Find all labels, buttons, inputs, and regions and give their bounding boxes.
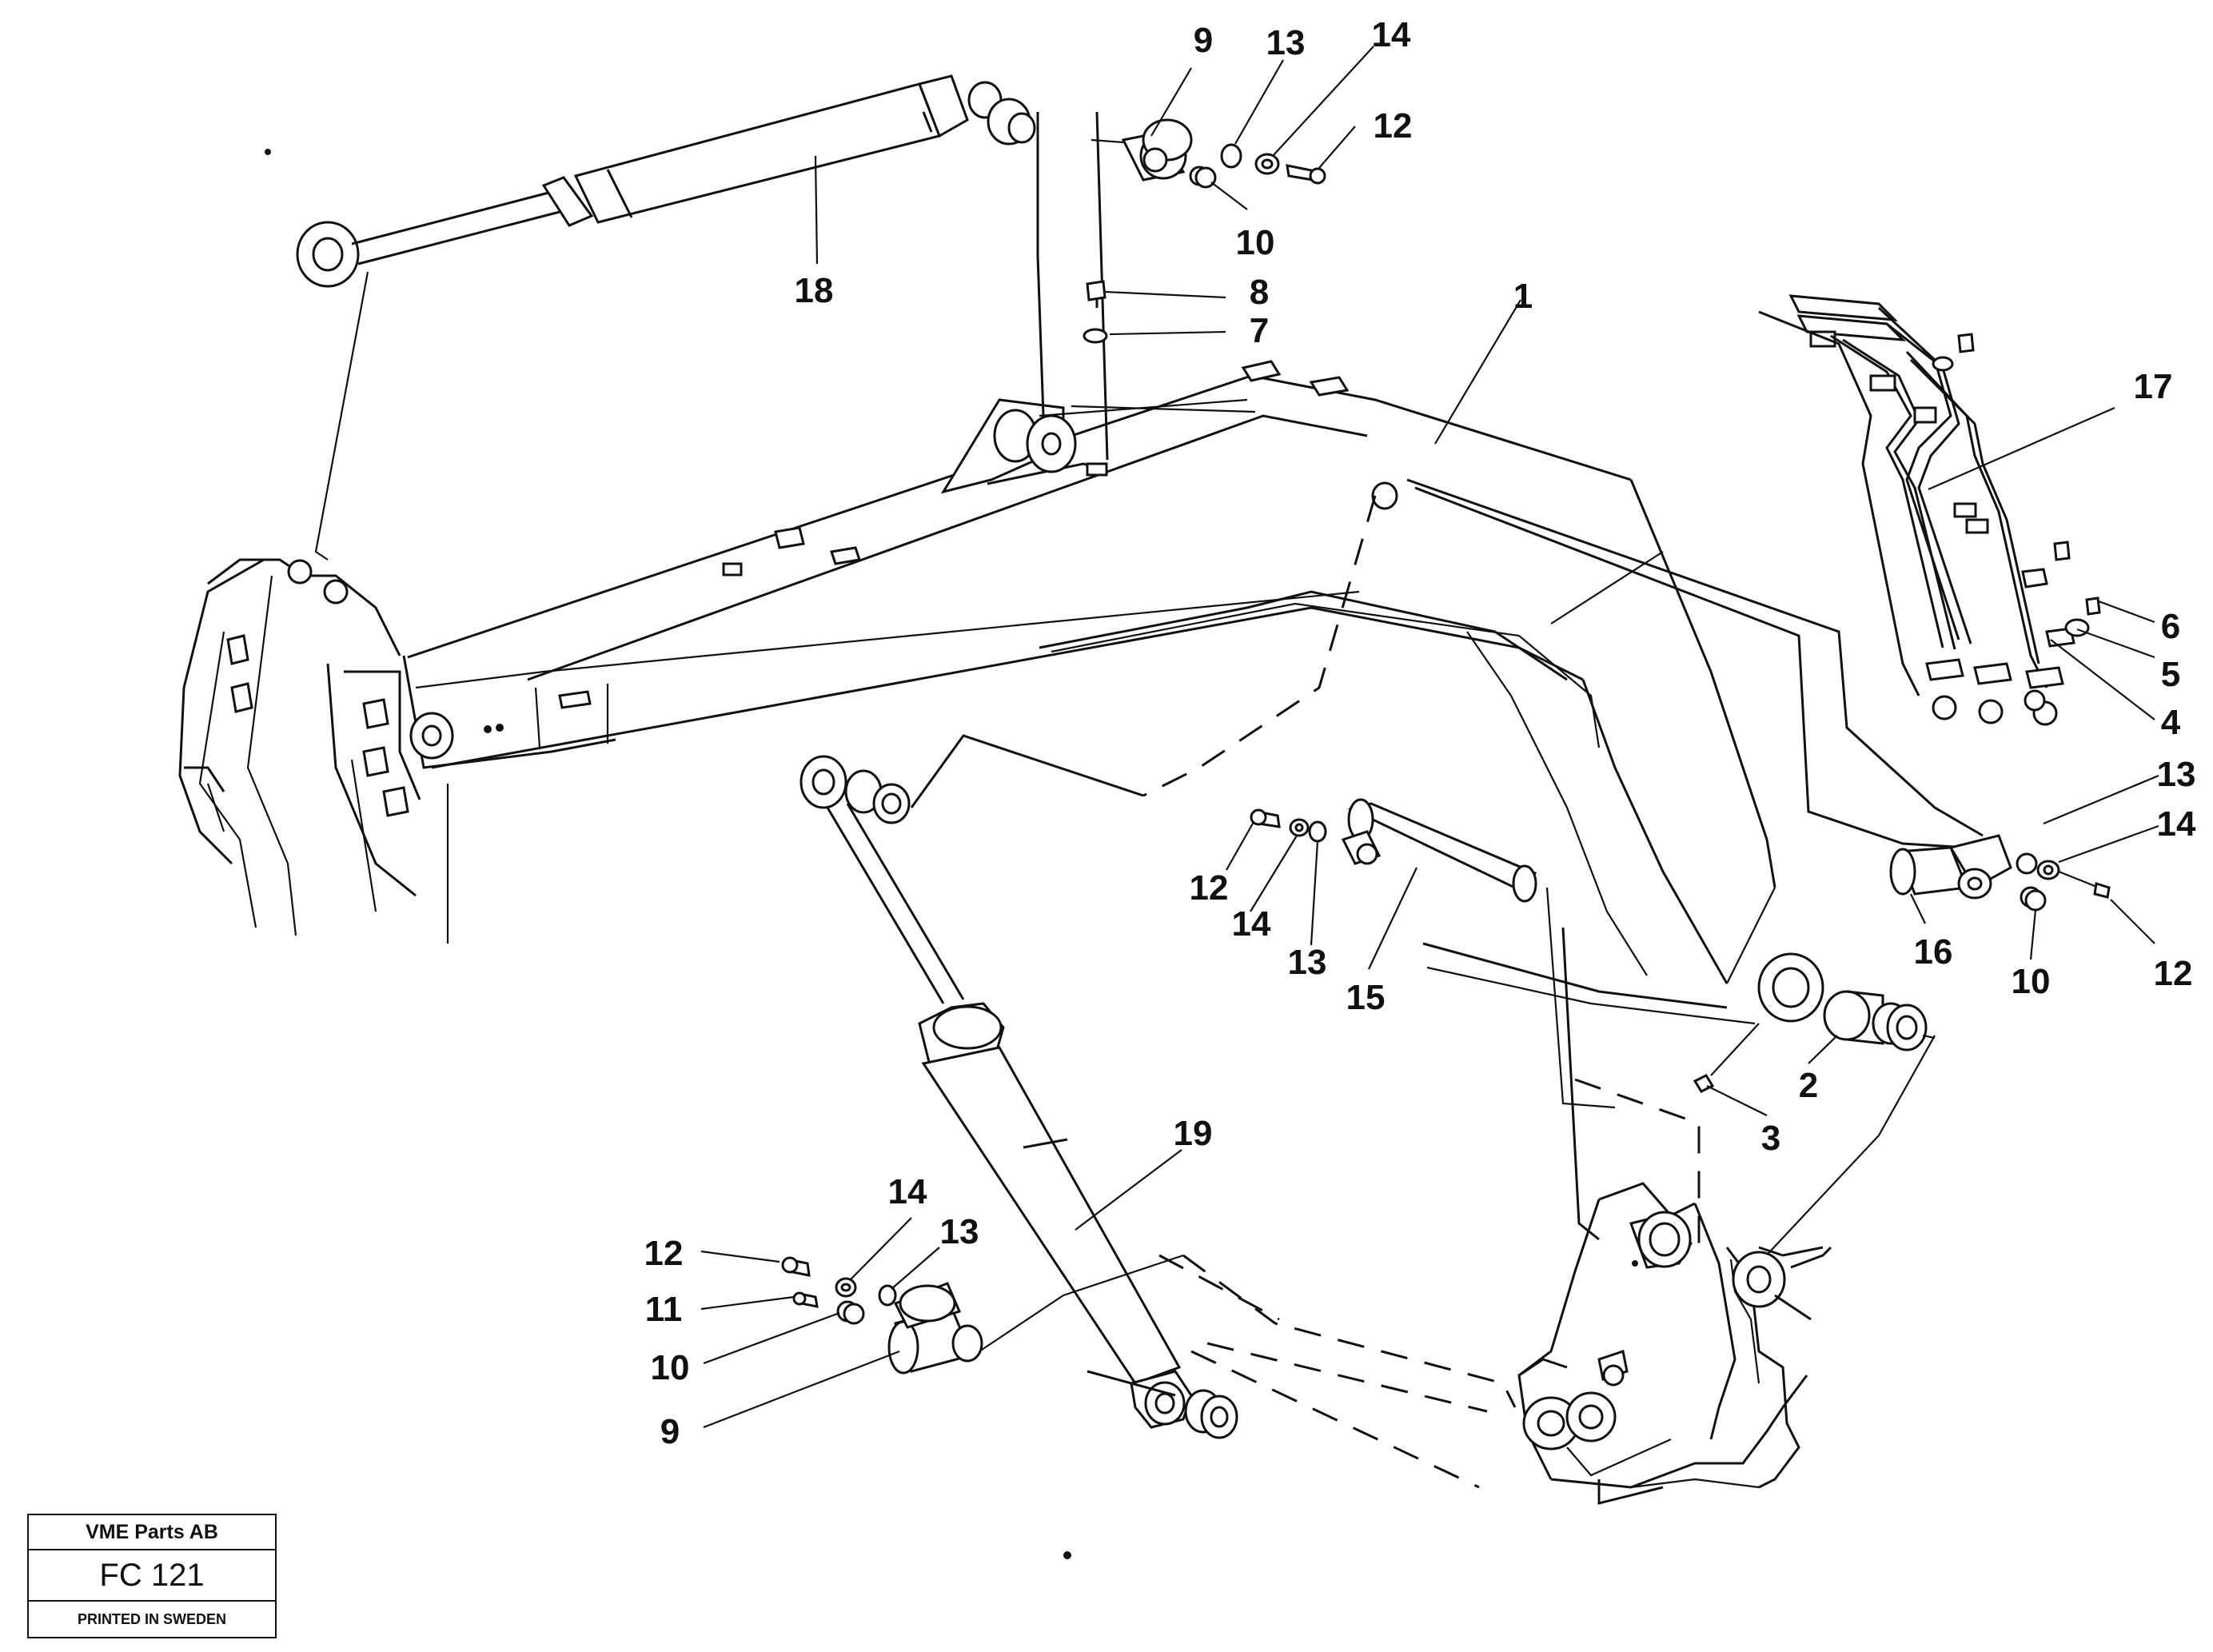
cylinder-19: [799, 734, 1238, 1439]
label-14-lower: 14: [888, 1172, 927, 1211]
printed-note: PRINTED IN SWEDEN: [77, 1611, 226, 1627]
label-5: 5: [2161, 655, 2180, 694]
label-4: 4: [2161, 703, 2181, 742]
lower-pivot: [1693, 990, 1936, 1264]
label-7: 7: [1250, 311, 1269, 350]
label-14-top: 14: [1372, 15, 1411, 54]
pin-set-top: [1091, 118, 1326, 189]
label-14-right: 14: [2157, 804, 2196, 844]
label-2: 2: [1799, 1066, 1818, 1105]
pin-set-right: [1889, 834, 2111, 912]
boom-to-pin-lines: [1142, 478, 1984, 849]
cylinder-18: [296, 74, 1109, 561]
label-12-mid: 12: [1190, 868, 1229, 908]
label-13-top: 13: [1266, 23, 1306, 62]
pin-set-middle: [1250, 798, 1616, 1109]
callout-labels: 1 9 13 14 12 10 8 7 18 17 6 5 4 13 14 16…: [644, 15, 2196, 1451]
label-16: 16: [1914, 932, 1953, 972]
label-18: 18: [795, 271, 834, 310]
pin-set-lower-left: [781, 1254, 1184, 1375]
label-12-top: 12: [1374, 106, 1413, 146]
label-9-top: 9: [1194, 21, 1213, 60]
drawing-code: FC 121: [29, 1550, 275, 1602]
label-8: 8: [1250, 273, 1269, 312]
label-15: 15: [1346, 978, 1386, 1017]
label-9-lower: 9: [660, 1412, 680, 1451]
label-12-lower: 12: [644, 1234, 684, 1273]
label-11: 11: [645, 1290, 683, 1329]
bolt-8-washer-7: [1083, 280, 1108, 344]
label-12-right: 12: [2154, 954, 2193, 993]
label-13-mid: 13: [1288, 943, 1327, 982]
label-3: 3: [1761, 1119, 1780, 1158]
label-14-mid: 14: [1232, 904, 1271, 944]
leader-lines: [700, 46, 2159, 1429]
label-13-lower: 13: [940, 1212, 979, 1251]
label-1: 1: [1513, 277, 1533, 316]
label-17: 17: [2134, 367, 2173, 406]
label-10-lower: 10: [651, 1348, 690, 1387]
arm-lower: [1158, 927, 1832, 1505]
hose-kit-17: [1758, 294, 2101, 726]
label-10-right: 10: [2012, 962, 2051, 1001]
label-13-right: 13: [2157, 755, 2196, 794]
label-19: 19: [1174, 1114, 1213, 1153]
label-10-top: 10: [1236, 223, 1275, 262]
label-6: 6: [2161, 607, 2180, 646]
company-name: VME Parts AB: [29, 1515, 275, 1550]
title-block: VME Parts AB FC 121 PRINTED IN SWEDEN: [27, 1514, 277, 1638]
machine-frame: [178, 558, 449, 944]
boom: [402, 360, 1824, 1025]
